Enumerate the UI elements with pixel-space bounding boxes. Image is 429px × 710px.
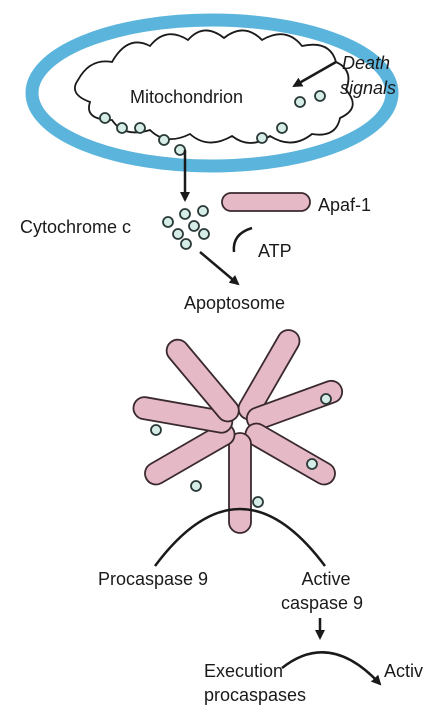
death-signals-arrow [292,60,337,88]
mitochondrion-label: Mitochondrion [130,87,244,107]
death-signals-label-line2: signals [340,78,397,98]
active-caspase9-label-line1: Active [301,569,351,589]
apoptosome-cytochrome-c [150,393,332,508]
execution-procaspases-label-line1: Execution [204,661,284,681]
death-signals-label-line1: Death [342,53,391,73]
procaspase9-label: Procaspase 9 [98,569,209,589]
apaf1-rod [221,192,311,212]
cytochrome-c-label: Cytochrome c [20,217,132,237]
apoptosome-wheel [132,329,344,534]
pathway-to-apoptosome-arrow [199,251,240,286]
cytochrome-c-molecules [162,205,210,250]
mitochondrion-inner-vesicles [99,90,326,156]
apaf1-label: Apaf-1 [318,195,372,215]
active-caspase9-label-line2: caspase 9 [280,593,364,613]
execution-procaspases-label-line2: procaspases [204,685,307,705]
active-caspases-label-cut: Activ [384,661,424,681]
procaspase9-activation-arc [153,507,327,567]
mitochondrion [25,13,399,173]
atp-curve [232,226,253,253]
execution-activation-arc [281,651,382,686]
mitochondrion-cristae [74,29,354,144]
atp-label: ATP [258,241,292,261]
apoptosome-label: Apoptosome [184,293,286,313]
